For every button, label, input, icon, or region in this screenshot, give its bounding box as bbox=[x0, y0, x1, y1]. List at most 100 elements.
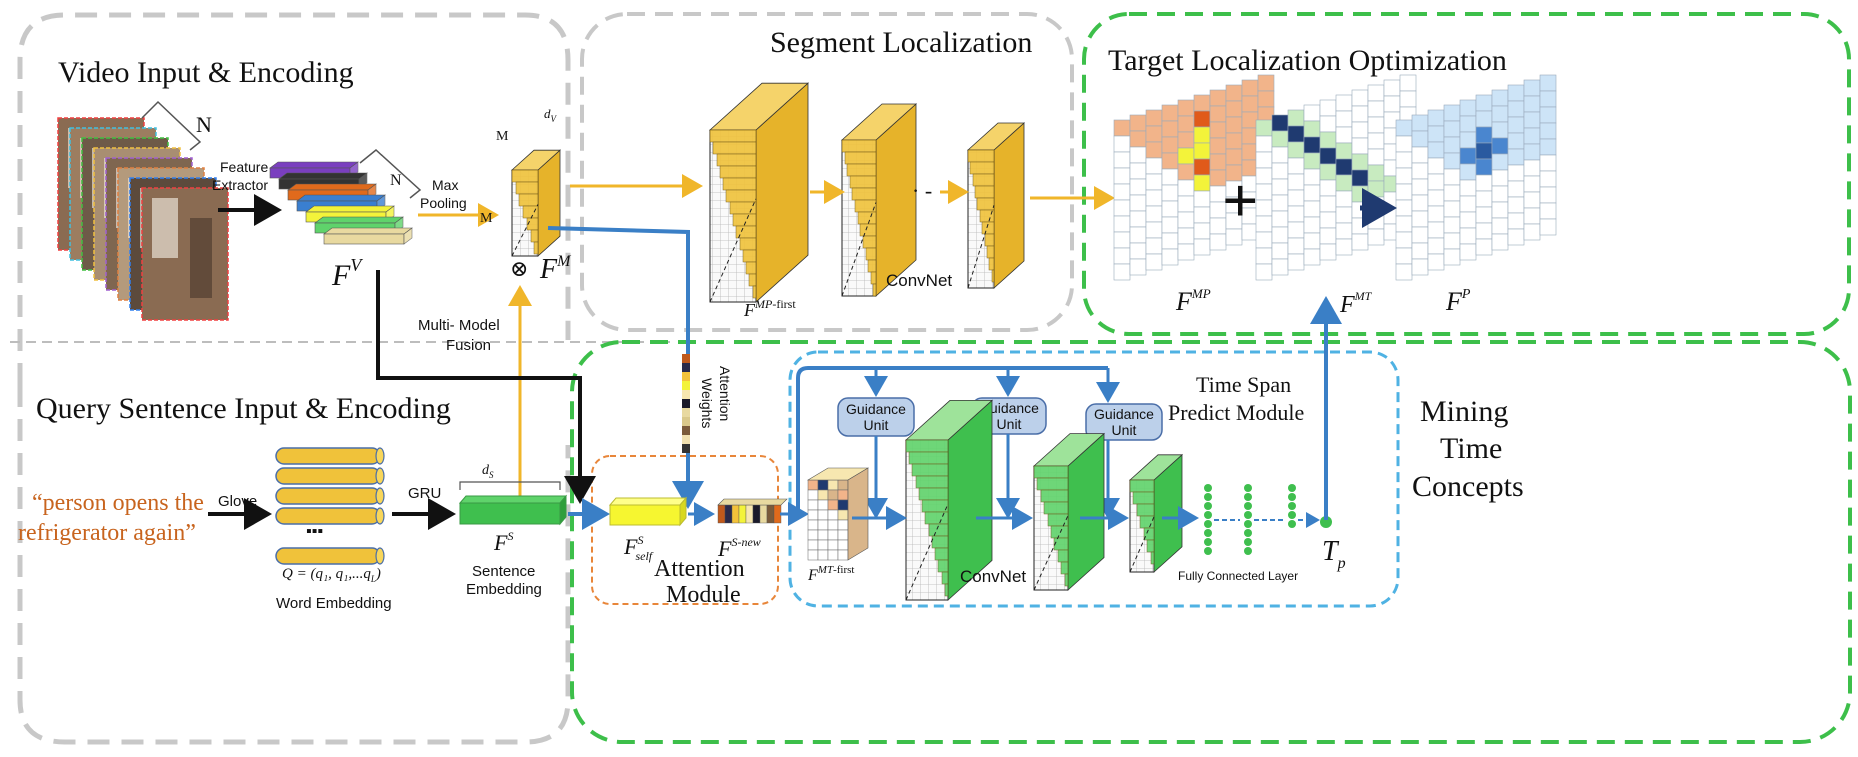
fusion-label-2: Fusion bbox=[446, 337, 491, 354]
fmt-first-cube bbox=[806, 467, 870, 561]
word-embedding-bar bbox=[275, 547, 385, 565]
segment-panel-title: Segment Localization bbox=[770, 26, 1032, 59]
target-grids bbox=[1113, 74, 1557, 281]
attention-weight-cell bbox=[682, 426, 690, 435]
fc-node bbox=[1204, 502, 1212, 510]
ds-bracket bbox=[459, 481, 561, 490]
frames-count-label: N bbox=[196, 112, 212, 137]
tp-label: Tp bbox=[1322, 536, 1346, 572]
mining-panel-title-3: Concepts bbox=[1412, 470, 1524, 503]
fc-node bbox=[1288, 493, 1296, 501]
word-embedding-ellipsis: ▪▪▪ bbox=[306, 523, 323, 540]
fsnew-cell bbox=[731, 504, 740, 524]
fv-n-bracket bbox=[359, 149, 422, 199]
sentence-embedding-block bbox=[458, 494, 568, 526]
time-span-label-1: Time Span bbox=[1196, 372, 1291, 397]
word-embedding-bar bbox=[275, 507, 385, 525]
fsnew-label: FS-new bbox=[717, 535, 761, 561]
query-panel-border bbox=[17, 385, 571, 745]
word-embedding-bars bbox=[275, 447, 385, 565]
fc-node bbox=[1204, 538, 1212, 546]
fmp-label: FMP bbox=[1175, 286, 1211, 316]
attention-weight-cell bbox=[682, 435, 690, 444]
attention-weight-cell bbox=[682, 417, 690, 426]
seg-convnet-cube-1 bbox=[840, 103, 918, 297]
fc-node bbox=[1204, 547, 1212, 555]
fmt-label: FMT bbox=[1339, 289, 1373, 318]
attention-weight-cell bbox=[682, 354, 690, 363]
fsnew-cell bbox=[759, 504, 768, 524]
word-embedding-label: Word Embedding bbox=[276, 595, 392, 612]
mining-convnet-cube-1 bbox=[904, 399, 994, 601]
guidance-unit-3: Guidance Unit bbox=[1085, 403, 1163, 441]
fv-n-label: N bbox=[390, 172, 402, 189]
fsnew-cell bbox=[738, 504, 747, 524]
fmt-first-label: FMT-first bbox=[807, 564, 854, 584]
feature-extractor-label-2: Extractor bbox=[212, 177, 268, 193]
feature-extractor-label-1: Feature bbox=[220, 159, 268, 175]
seg-convnet-cube-2 bbox=[966, 122, 1026, 289]
fsnew-cell bbox=[773, 504, 782, 524]
time-span-label-2: Predict Module bbox=[1168, 400, 1304, 425]
fself-block bbox=[608, 496, 688, 527]
fm-m-label-2: M bbox=[480, 211, 493, 226]
fsnew-cell bbox=[766, 504, 775, 524]
attention-weight-cell bbox=[682, 390, 690, 399]
segment-cubes bbox=[708, 82, 1026, 303]
word-embedding-bar bbox=[275, 447, 385, 465]
fc-node bbox=[1244, 511, 1252, 519]
query-sentence-line-1: “person opens the bbox=[32, 490, 204, 516]
tp-node bbox=[1320, 516, 1332, 528]
guidance-unit-3-label-1: Guidance bbox=[1094, 406, 1154, 422]
guidance-unit-1-label-2: Unit bbox=[864, 417, 889, 433]
word-embedding-bar bbox=[275, 467, 385, 485]
attention-module-border bbox=[591, 455, 779, 605]
fc-node bbox=[1288, 511, 1296, 519]
fc-node bbox=[1244, 502, 1252, 510]
fmp-grid bbox=[1113, 74, 1275, 281]
fm-label: FM bbox=[539, 253, 572, 285]
max-pooling-label-2: Pooling bbox=[420, 195, 467, 211]
mining-convnet-label: ConvNet bbox=[960, 567, 1026, 586]
time-span-module-border bbox=[788, 350, 1400, 608]
attention-weight-cell bbox=[682, 408, 690, 417]
mining-cubes bbox=[806, 399, 1184, 601]
fc-layer-label: Fully Connected Layer bbox=[1178, 569, 1298, 583]
attention-module-label-1: Attention bbox=[654, 556, 745, 582]
fc-node bbox=[1244, 529, 1252, 537]
fp-label: FP bbox=[1445, 287, 1471, 316]
fc-node bbox=[1288, 484, 1296, 492]
fmp-first-label: FMP-first bbox=[743, 297, 796, 320]
guidance-unit-1-label-1: Guidance bbox=[846, 401, 906, 417]
otimes-symbol: ⊗ bbox=[510, 256, 528, 281]
fsnew-cell bbox=[717, 504, 726, 524]
mining-panel-title-2: Time bbox=[1440, 432, 1502, 465]
guidance-unit-3-label-2: Unit bbox=[1112, 422, 1137, 438]
attention-weight-cell bbox=[682, 381, 690, 390]
segment-convnet-label: ConvNet bbox=[886, 271, 952, 290]
fully-connected-nodes bbox=[1204, 484, 1332, 555]
guidance-unit-2-label-1: Guidance bbox=[979, 400, 1039, 416]
fm-m-label: M bbox=[496, 129, 509, 144]
mining-convnet-cube-3 bbox=[1128, 453, 1184, 573]
q-formula: Q = (q₁, q₁,...qL) bbox=[282, 566, 381, 584]
attention-weights-label-1: Attention bbox=[717, 366, 733, 421]
attention-weight-cell bbox=[682, 399, 690, 408]
query-sentence-line-2: refrigerator again” bbox=[18, 520, 196, 546]
video-panel-border bbox=[17, 12, 571, 385]
fc-node bbox=[1244, 520, 1252, 528]
fc-node bbox=[1244, 538, 1252, 546]
fc-node bbox=[1204, 511, 1212, 519]
fc-node bbox=[1204, 493, 1212, 501]
frames-bracket bbox=[141, 100, 202, 151]
feature-map-fm bbox=[510, 149, 562, 257]
attention-weight-cell bbox=[682, 372, 690, 381]
panel-borders bbox=[10, 12, 1852, 745]
fsnew-block bbox=[717, 498, 788, 524]
fc-node bbox=[1244, 547, 1252, 555]
fmp-first-cube bbox=[708, 82, 810, 303]
fmt-grid bbox=[1255, 74, 1417, 281]
word-embedding-bar bbox=[275, 487, 385, 505]
